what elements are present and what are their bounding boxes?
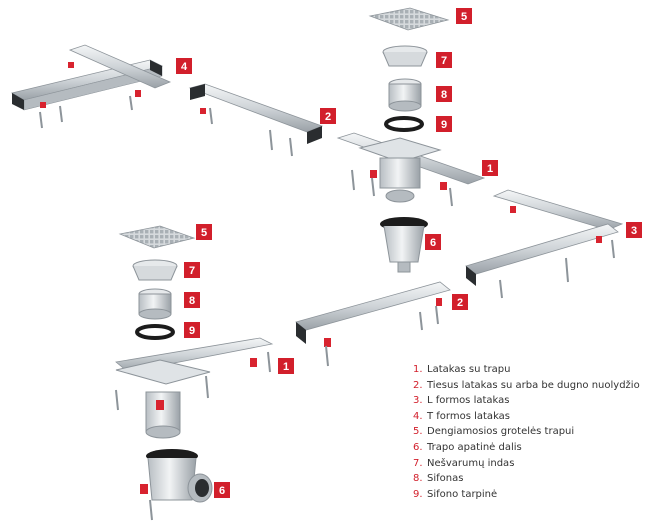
siphon-left — [138, 288, 172, 320]
badge-5-top: 5 — [456, 8, 472, 24]
legend-item: 1. Latakas su trapu — [413, 362, 640, 378]
badge-9-left: 9 — [184, 322, 200, 338]
legend-text: L formos latakas — [427, 395, 510, 407]
svg-text:8: 8 — [441, 89, 447, 101]
legend-text: Tiesus latakas su arba be dugno nuolydži… — [427, 379, 640, 391]
svg-text:3: 3 — [631, 225, 637, 237]
legend-text: Trapo apatinė dalis — [427, 441, 522, 453]
legend-text: Sifono tarpinė — [427, 488, 498, 500]
legend-item: 3. L formos latakas — [413, 393, 640, 409]
legend-number: 5. — [413, 426, 423, 438]
svg-text:9: 9 — [189, 325, 195, 337]
legend-text: T formos latakas — [427, 410, 511, 422]
badge-9-top: 9 — [436, 116, 452, 132]
badge-6-mid: 6 — [425, 234, 441, 250]
drain-side-outlet — [140, 449, 213, 521]
parts-legend: 1. Latakas su trapu 2. Tiesus latakas su a… — [413, 362, 640, 502]
legend-item: 7. Nešvarumų indas — [413, 456, 640, 472]
svg-text:1: 1 — [283, 361, 289, 373]
svg-text:8: 8 — [189, 295, 195, 307]
svg-text:5: 5 — [201, 227, 207, 239]
legend-number: 3. — [413, 395, 423, 407]
t-channel-top — [10, 44, 172, 129]
gasket-top — [384, 116, 424, 132]
svg-text:4: 4 — [181, 61, 188, 73]
legend-number: 2. — [413, 379, 423, 391]
badge-6-bottom: 6 — [214, 482, 230, 498]
legend-number: 4. — [413, 410, 423, 422]
legend-item: 8. Sifonas — [413, 471, 640, 487]
svg-text:9: 9 — [441, 119, 447, 131]
badge-8-top: 8 — [436, 86, 452, 102]
badge-1-top: 1 — [482, 160, 498, 176]
svg-text:7: 7 — [441, 55, 447, 67]
legend-number: 9. — [413, 488, 423, 500]
svg-text:7: 7 — [189, 265, 195, 277]
siphon-top — [388, 78, 422, 112]
grate-left — [118, 225, 196, 249]
legend-text: Latakas su trapu — [427, 364, 511, 375]
svg-text:1: 1 — [487, 163, 493, 175]
legend-item: 5. Dengiamosios grotelės trapui — [413, 424, 640, 440]
straight-channel-top — [188, 83, 324, 157]
legend-text: Nešvarumų indas — [427, 457, 515, 469]
drain-channel-top — [336, 132, 486, 207]
badge-3-right: 3 — [626, 222, 642, 238]
strainer-top — [382, 45, 428, 67]
svg-text:6: 6 — [430, 237, 436, 249]
legend-text: Dengiamosios grotelės trapui — [427, 426, 575, 438]
badge-5-left: 5 — [196, 224, 212, 240]
legend-item: 2. Tiesus latakas su arba be dugno nuolyd… — [413, 378, 640, 394]
svg-text:5: 5 — [461, 11, 467, 23]
legend-number: 8. — [413, 473, 423, 485]
l-channel-right — [465, 189, 624, 299]
strainer-left — [132, 259, 178, 281]
legend-item: 9. Sifono tarpinė — [413, 487, 640, 503]
svg-text:6: 6 — [219, 485, 225, 497]
drain-lower-part — [380, 217, 428, 273]
badge-7-top: 7 — [436, 52, 452, 68]
legend-number: 1. — [413, 364, 423, 375]
legend-item: 6. Trapo apatinė dalis — [413, 440, 640, 456]
gasket-left — [135, 324, 175, 340]
badge-2-bottom: 2 — [452, 294, 468, 310]
legend-number: 7. — [413, 457, 423, 469]
grate-top — [368, 7, 450, 31]
badge-8-left: 8 — [184, 292, 200, 308]
straight-channel-bottom — [295, 281, 451, 367]
legend-item: 4. T formos latakas — [413, 409, 640, 425]
svg-text:2: 2 — [457, 297, 463, 309]
svg-text:2: 2 — [325, 111, 331, 123]
badge-2-top: 2 — [320, 108, 336, 124]
badge-1-bottom: 1 — [278, 358, 294, 374]
drain-channel-bottom — [115, 337, 274, 439]
legend-text: Sifonas — [427, 473, 464, 485]
badge-4-top: 4 — [176, 58, 192, 74]
badge-7-left: 7 — [184, 262, 200, 278]
legend-number: 6. — [413, 441, 423, 453]
